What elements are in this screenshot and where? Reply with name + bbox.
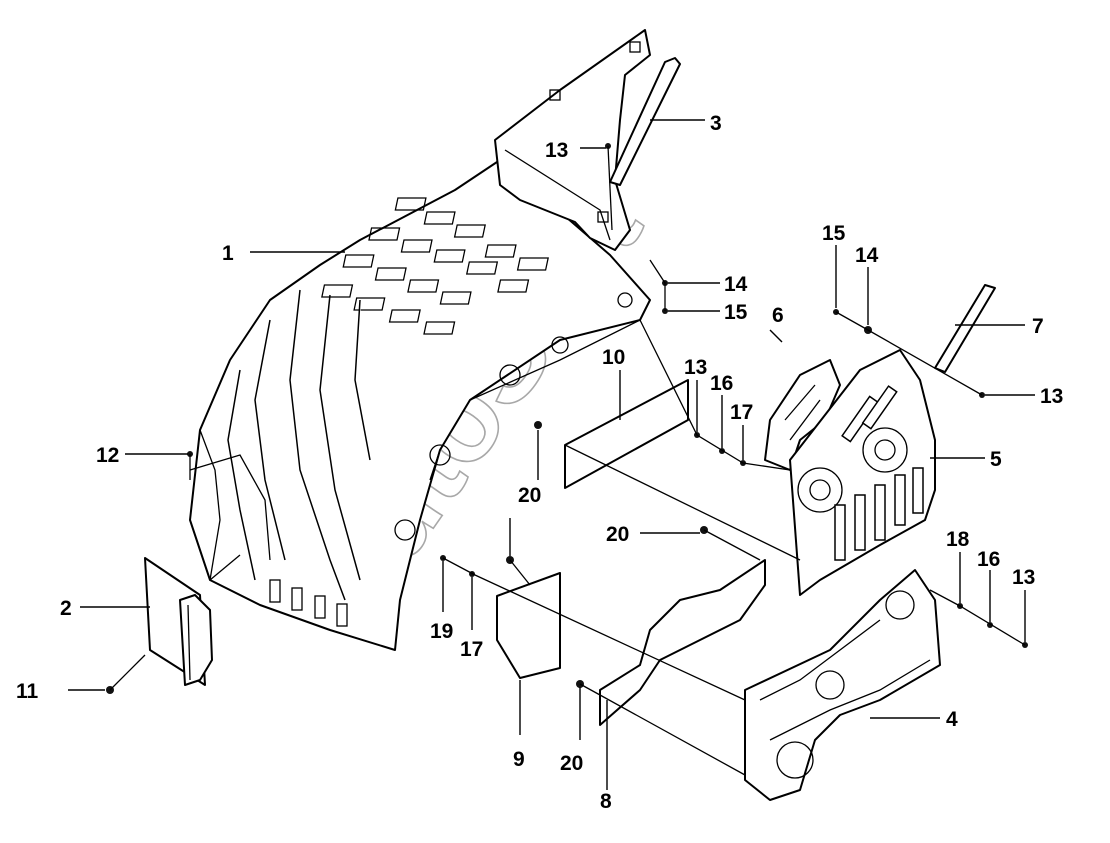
part-5-rear-panel bbox=[789, 349, 936, 596]
callout-1: 1 bbox=[222, 242, 234, 265]
callout-14-right: 14 bbox=[855, 244, 879, 267]
callout-15-left: 15 bbox=[724, 301, 748, 324]
callout-10: 10 bbox=[602, 346, 625, 369]
part-10-plate bbox=[564, 379, 689, 489]
part-9-small-panel bbox=[496, 572, 561, 679]
callout-13-low: 13 bbox=[1012, 566, 1035, 589]
callout-11: 11 bbox=[16, 680, 39, 703]
callout-13-mid: 13 bbox=[684, 356, 707, 379]
callout-2: 2 bbox=[60, 597, 72, 620]
callout-19: 19 bbox=[430, 620, 453, 643]
callout-18: 18 bbox=[946, 528, 970, 551]
callout-16-low: 16 bbox=[977, 548, 1000, 571]
callout-14-left: 14 bbox=[724, 273, 748, 296]
callout-4: 4 bbox=[946, 708, 958, 731]
callout-9: 9 bbox=[513, 748, 525, 771]
callout-16-mid: 16 bbox=[710, 372, 733, 395]
callout-15-right: 15 bbox=[822, 222, 846, 245]
leader-lines bbox=[68, 119, 1035, 790]
callout-6: 6 bbox=[772, 304, 784, 327]
callout-13-top: 13 bbox=[545, 139, 568, 162]
callout-20-bottom: 20 bbox=[560, 752, 583, 775]
part-3-upper-extension bbox=[494, 29, 681, 251]
callout-17-mid: 17 bbox=[730, 401, 753, 424]
part-2-splash-panel bbox=[144, 557, 213, 686]
callout-20-center: 20 bbox=[518, 484, 541, 507]
guide-lines bbox=[109, 145, 1026, 776]
callout-12: 12 bbox=[96, 444, 119, 467]
callout-7: 7 bbox=[1032, 315, 1044, 338]
part-7-strut bbox=[934, 284, 996, 373]
part-8-side-panel bbox=[599, 559, 766, 726]
callout-3: 3 bbox=[710, 112, 722, 135]
callout-13-right: 13 bbox=[1040, 385, 1063, 408]
callout-17-left: 17 bbox=[460, 638, 483, 661]
callout-labels: 1 2 3 4 5 6 7 8 9 10 11 12 13 13 13 13 1… bbox=[16, 112, 1063, 813]
part-4-lower-shield bbox=[744, 569, 941, 801]
part-1-fender-liner bbox=[189, 159, 651, 651]
callout-8: 8 bbox=[600, 790, 612, 813]
callout-20-right: 20 bbox=[606, 523, 629, 546]
callout-5: 5 bbox=[990, 448, 1002, 471]
